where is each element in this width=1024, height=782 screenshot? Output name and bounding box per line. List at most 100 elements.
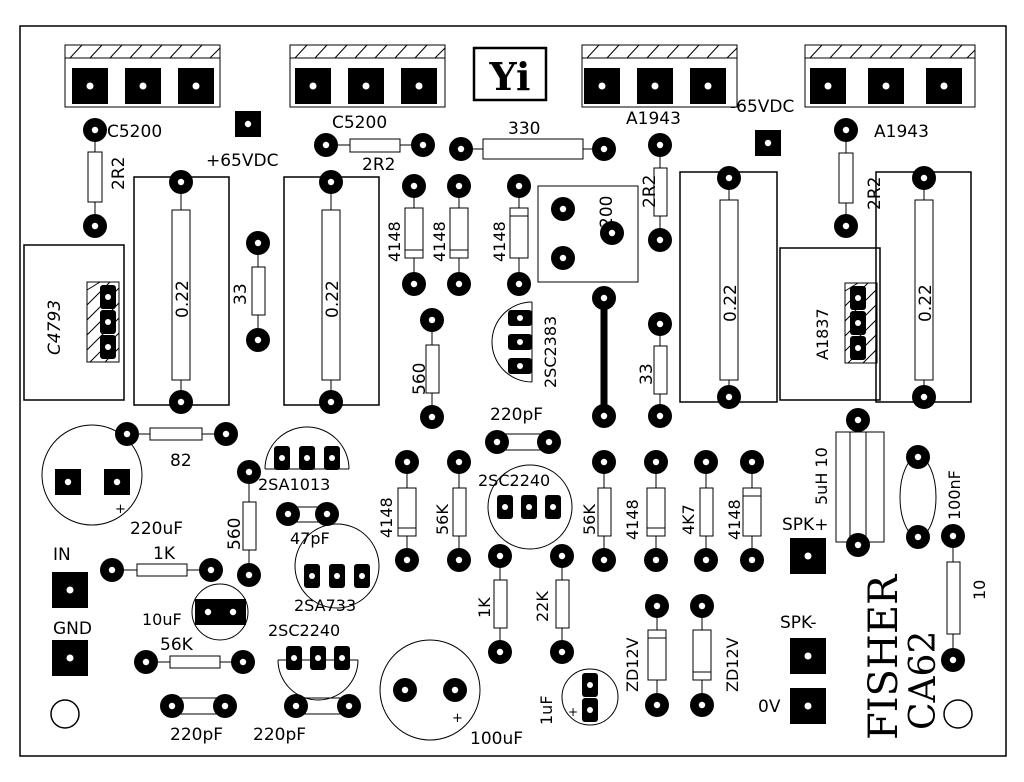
- board-outline: [19, 25, 1007, 757]
- zener-zd12v-b: ZD12V: [690, 594, 742, 717]
- svg-text:2SC2240: 2SC2240: [268, 621, 340, 640]
- capacitor-220pf-b: 220pF: [253, 694, 361, 745]
- capacitor-10uf: 10uF: [142, 583, 249, 641]
- svg-text:56K: 56K: [433, 504, 452, 535]
- resistor-1k-input: 1K: [100, 544, 223, 582]
- svg-text:10: 10: [970, 580, 989, 600]
- label-c5200-left: C5200: [107, 122, 162, 142]
- diode-4148-f: 4148: [725, 450, 764, 572]
- svg-text:47pF: 47pF: [290, 529, 330, 548]
- label-c5200-center: C5200: [332, 113, 387, 133]
- svg-text:4148: 4148: [430, 221, 449, 262]
- trimmer-200: 200: [537, 185, 639, 283]
- resistor-82: 82: [115, 422, 238, 471]
- transistor-2sc2240-center: 2SC2240: [478, 464, 573, 550]
- label-330: 330: [508, 119, 540, 139]
- svg-text:+: +: [452, 711, 463, 726]
- transistor-2sa733: 2SA733: [294, 523, 380, 615]
- resistor-022-d: 0.22: [875, 166, 972, 409]
- capacitor-1uf: + 1uF: [537, 668, 619, 726]
- resistor-56k-b: 56K: [580, 450, 616, 572]
- svg-text:10uF: 10uF: [142, 610, 182, 629]
- logo-box: [472, 46, 548, 102]
- svg-text:220uF: 220uF: [130, 519, 183, 539]
- svg-text:22K: 22K: [533, 591, 552, 622]
- svg-text:0.22: 0.22: [173, 280, 193, 318]
- svg-text:200: 200: [597, 196, 617, 228]
- resistor-022-b: 0.22: [283, 170, 380, 414]
- diode-4148-a: 4148: [385, 174, 426, 296]
- resistor-4k7: 4K7: [679, 450, 718, 572]
- resistor-560-center: 560: [410, 308, 444, 429]
- svg-text:4K7: 4K7: [679, 504, 698, 535]
- svg-text:+: +: [568, 705, 578, 719]
- resistor-56k-left: 56K: [134, 635, 255, 674]
- svg-text:2SA733: 2SA733: [294, 596, 356, 615]
- mount-hole: [943, 699, 973, 729]
- resistor-022-a: 0.22: [133, 170, 230, 414]
- svg-text:0.22: 0.22: [916, 284, 936, 322]
- resistor-2r2-left: [83, 118, 107, 238]
- svg-text:2R2: 2R2: [640, 175, 660, 208]
- label-2r2-center: 2R2: [362, 155, 395, 175]
- svg-text:220pF: 220pF: [490, 405, 543, 425]
- svg-text:1uF: 1uF: [537, 695, 556, 725]
- resistor-33-right: 33: [637, 312, 672, 428]
- label-in: IN: [53, 545, 71, 565]
- label-spk-pos: SPK+: [782, 515, 828, 535]
- svg-text:2SC2383: 2SC2383: [541, 316, 560, 388]
- svg-text:A1837: A1837: [813, 308, 832, 360]
- svg-text:4148: 4148: [385, 221, 404, 262]
- label-spk-neg: SPK-: [780, 613, 817, 633]
- capacitor-100nf: 100nF: [899, 445, 964, 549]
- capacitor-220pf-center: 220pF: [485, 405, 561, 454]
- svg-text:4148: 4148: [490, 221, 509, 262]
- label-0v: 0V: [758, 697, 781, 717]
- svg-text:C4793: C4793: [45, 300, 65, 355]
- transistor-2sc2240-lower: 2SC2240: [268, 621, 359, 701]
- terminal-block: [804, 44, 976, 108]
- svg-text:100nF: 100nF: [945, 470, 964, 520]
- resistor-560-left: 560: [225, 460, 261, 587]
- svg-text:ZD12V: ZD12V: [723, 637, 742, 692]
- resistor-33-left: 33: [231, 231, 270, 352]
- svg-text:82: 82: [170, 451, 192, 471]
- svg-text:220pF: 220pF: [253, 725, 306, 745]
- resistor-22k: 22K: [533, 544, 574, 664]
- svg-text:33: 33: [637, 363, 657, 385]
- diode-4148-e: 4148: [623, 450, 668, 572]
- svg-text:220pF: 220pF: [170, 725, 223, 745]
- label-a1943-right: A1943: [874, 122, 929, 142]
- svg-text:4148: 4148: [725, 499, 744, 540]
- resistor-330: [449, 137, 616, 161]
- svg-text:33: 33: [231, 283, 251, 305]
- resistor-2r2-center: [314, 133, 435, 157]
- resistor-022-c: 0.22: [679, 166, 778, 409]
- svg-text:5uH 10: 5uH 10: [812, 447, 831, 505]
- svg-text:560: 560: [410, 363, 430, 395]
- terminal-block: [64, 44, 221, 108]
- diode-4148-b: 4148: [430, 174, 471, 296]
- resistor-1k: 1K: [475, 544, 512, 664]
- transistor-c4793: C4793: [23, 244, 125, 401]
- label-minus-65vdc: -65VDC: [730, 97, 794, 117]
- label-gnd: GND: [53, 619, 92, 639]
- svg-text:+: +: [115, 502, 126, 517]
- terminal-block: [581, 44, 738, 108]
- svg-text:0.22: 0.22: [323, 280, 343, 318]
- capacitor-220uf: + 220uF: [41, 424, 183, 539]
- svg-text:1K: 1K: [153, 544, 176, 564]
- brand-fisher: FISHER: [861, 573, 907, 740]
- svg-text:2R2: 2R2: [865, 177, 885, 210]
- transistor-2sc2383: 2SC2383: [491, 301, 560, 388]
- svg-text:100uF: 100uF: [470, 729, 523, 749]
- label-2r2-left: 2R2: [109, 157, 129, 190]
- resistor-2r2-right: 2R2: [640, 133, 672, 252]
- resistor-56k-a: 56K: [433, 450, 471, 572]
- brand-ca62: CA62: [903, 631, 944, 730]
- inductor-5uh: 5uH 10: [812, 408, 885, 557]
- svg-text:4148: 4148: [623, 499, 642, 540]
- svg-text:2SA1013: 2SA1013: [258, 475, 330, 494]
- capacitor-100uf: + 100uF: [379, 639, 523, 749]
